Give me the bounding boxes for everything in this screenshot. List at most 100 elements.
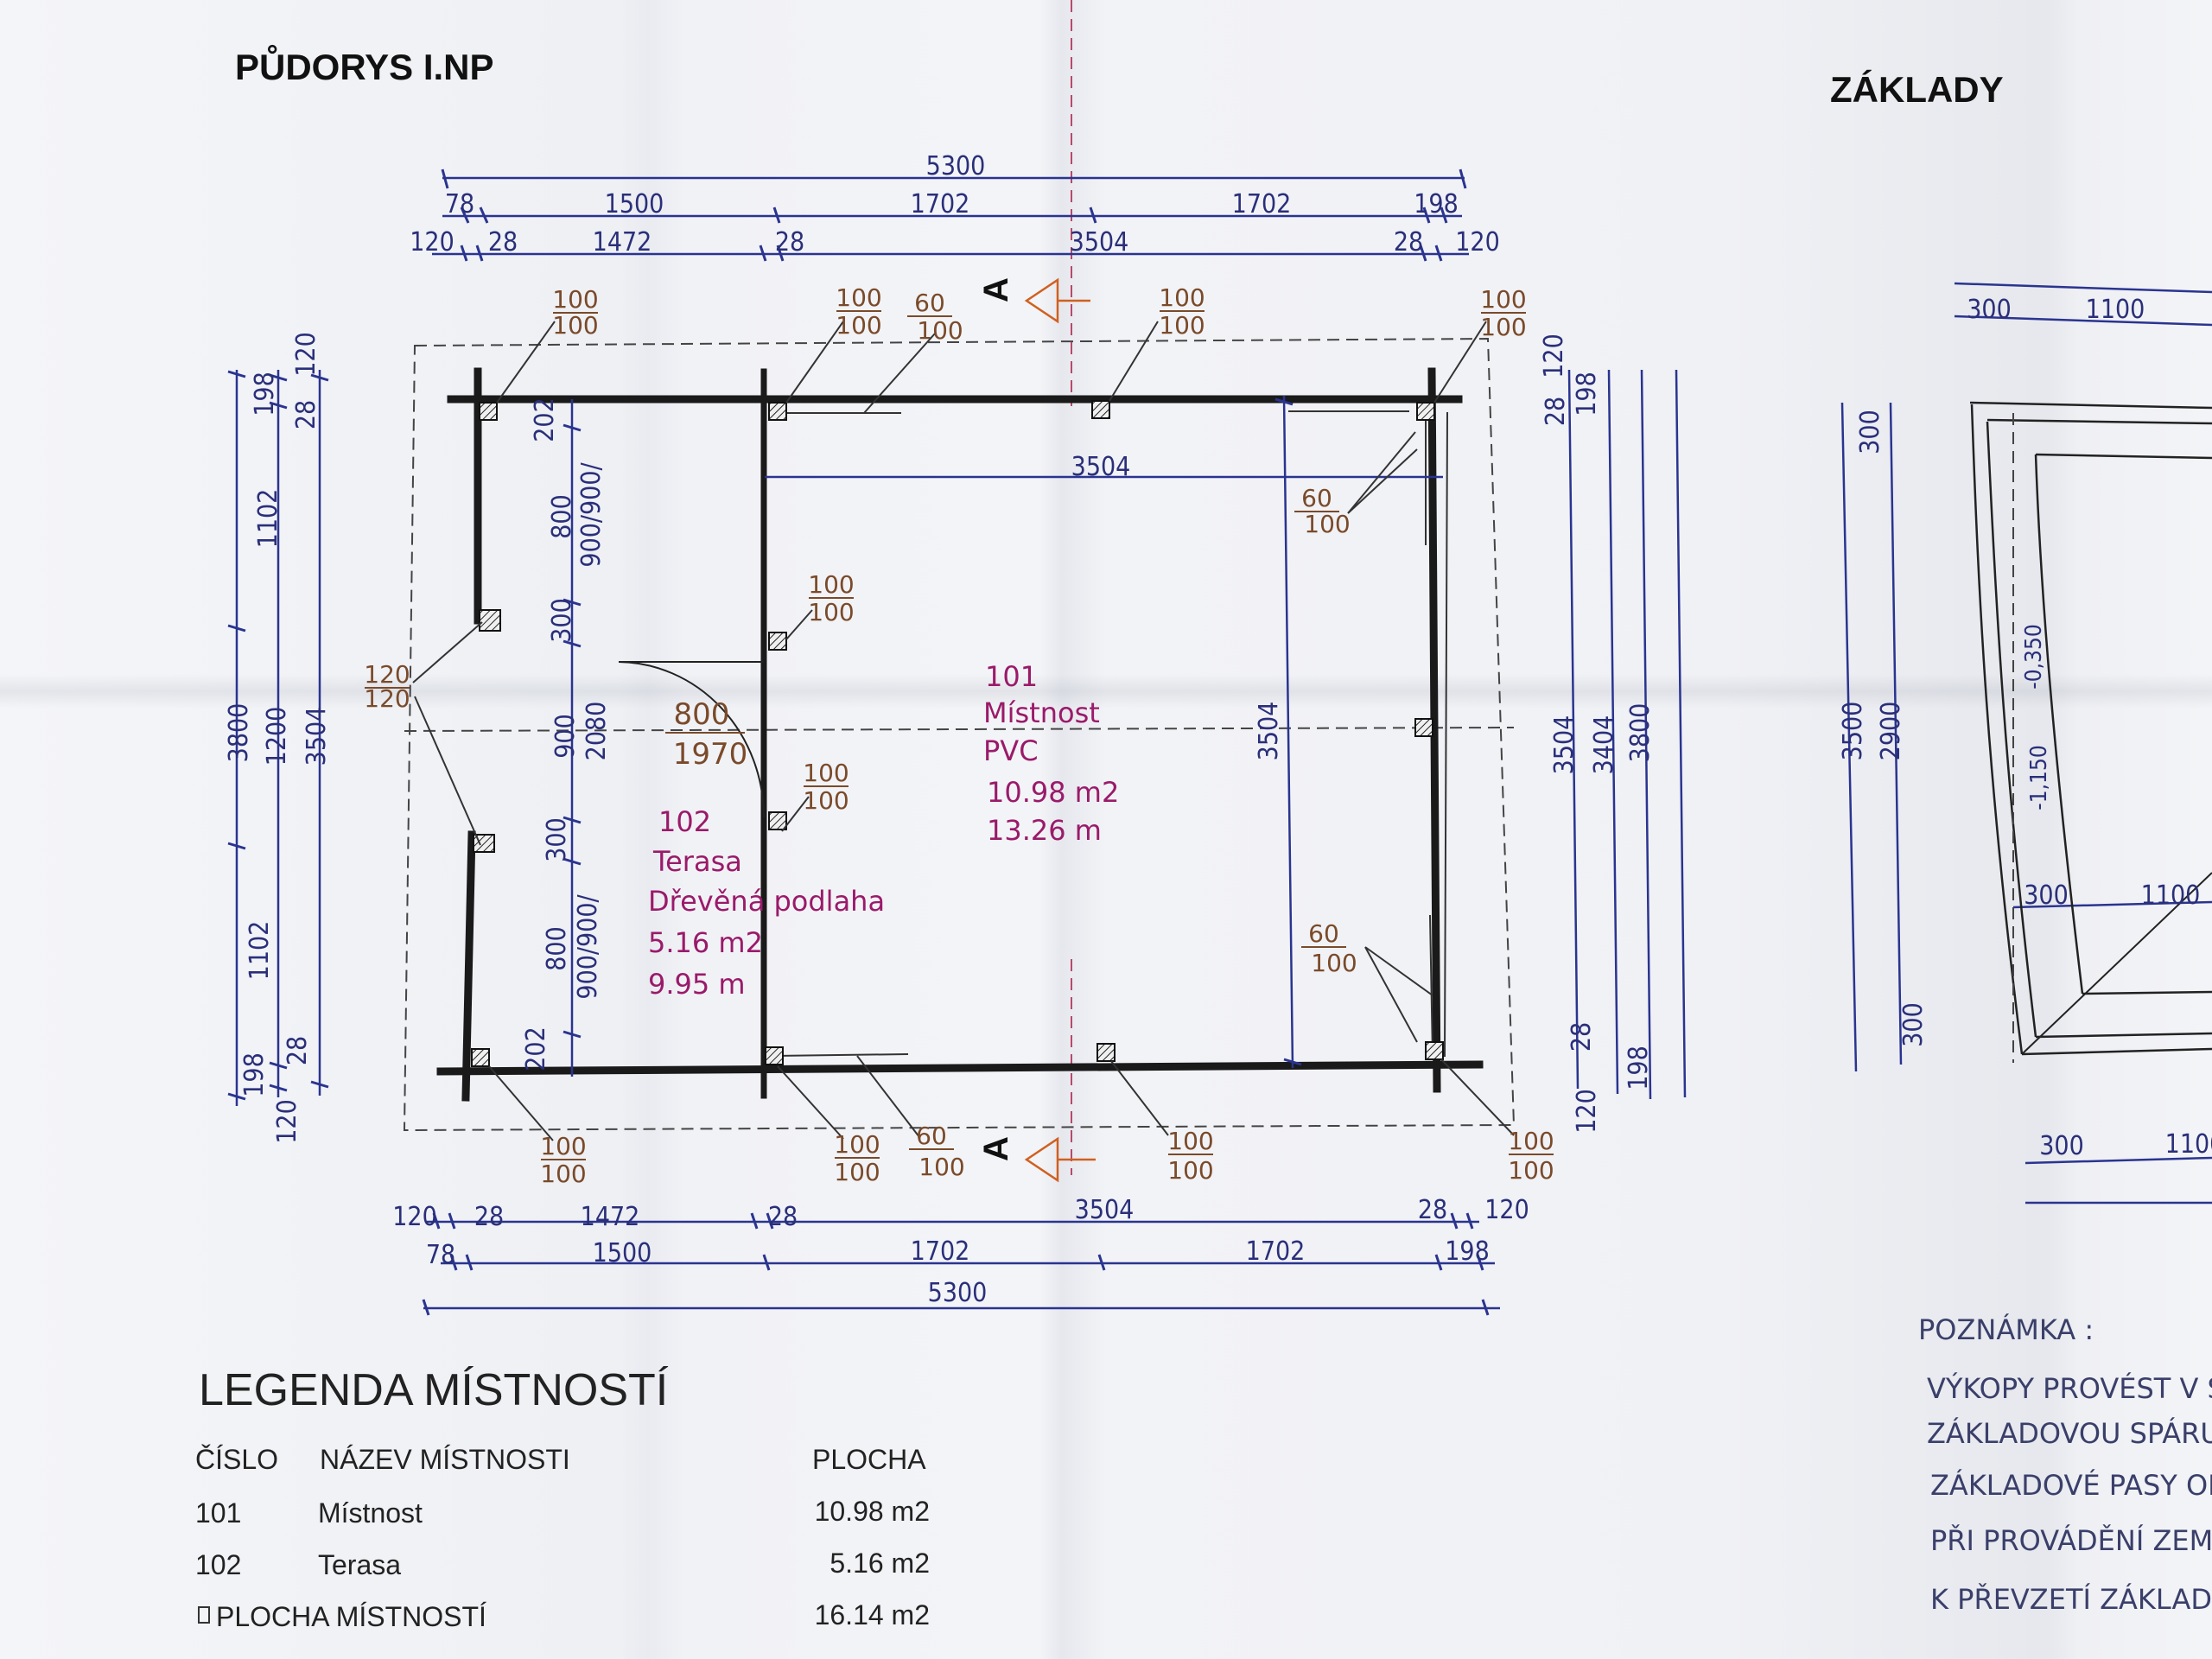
paper-fold: [0, 674, 2212, 709]
svg-text:3504: 3504: [302, 707, 332, 766]
svg-text:13.26 m: 13.26 m: [987, 814, 1102, 847]
svg-text:100: 100: [808, 570, 854, 599]
dimension-labels-right: 3504 3404 3800 120 28 198 28 120 198 350…: [1254, 334, 1656, 1134]
svg-text:PLOCHA MÍSTNOSTÍ: PLOCHA MÍSTNOSTÍ: [216, 1601, 486, 1632]
svg-text:202: 202: [530, 397, 560, 442]
svg-text:3504: 3504: [1549, 715, 1580, 775]
svg-text:800: 800: [547, 494, 577, 539]
svg-text:Terasa: Terasa: [318, 1549, 401, 1580]
svg-text:1100: 1100: [2086, 295, 2145, 325]
svg-text:300: 300: [542, 817, 572, 862]
svg-text:120: 120: [1572, 1089, 1602, 1134]
foundation-title: ZÁKLADY: [1830, 69, 2004, 110]
svg-text:28: 28: [1394, 227, 1423, 257]
walls: [436, 367, 1484, 1102]
svg-text:102: 102: [195, 1549, 241, 1580]
svg-text:100: 100: [1508, 1127, 1554, 1155]
svg-text:3504: 3504: [1070, 227, 1129, 257]
svg-text:120: 120: [410, 227, 454, 257]
svg-text:198: 198: [1572, 372, 1602, 416]
svg-text:Místnost: Místnost: [318, 1497, 423, 1529]
svg-text:PLOCHA: PLOCHA: [812, 1444, 926, 1475]
svg-text:60: 60: [916, 1122, 947, 1150]
svg-text:800: 800: [542, 926, 572, 971]
svg-text:100: 100: [1480, 313, 1526, 341]
svg-text:101: 101: [985, 660, 1038, 693]
svg-text:1500: 1500: [605, 189, 664, 219]
svg-text:16.14 m2: 16.14 m2: [815, 1599, 930, 1630]
svg-text:3404: 3404: [1589, 715, 1619, 775]
posts: [471, 400, 1444, 1067]
svg-text:1472: 1472: [581, 1202, 640, 1232]
svg-text:100: 100: [540, 1132, 586, 1160]
svg-text:A: A: [977, 1136, 1015, 1161]
svg-text:100: 100: [1311, 949, 1357, 977]
svg-text:100: 100: [836, 311, 881, 340]
svg-text:100: 100: [803, 759, 849, 787]
svg-text:1702: 1702: [1246, 1236, 1306, 1267]
svg-text:1702: 1702: [1232, 189, 1292, 219]
svg-text:ZÁKLADOVOU SPÁRU OC: ZÁKLADOVOU SPÁRU OC: [1927, 1417, 2212, 1450]
svg-text:LEGENDA MÍSTNOSTÍ: LEGENDA MÍSTNOSTÍ: [199, 1365, 669, 1415]
section-mark-top: A: [977, 277, 1090, 324]
svg-text:10.98 m2: 10.98 m2: [987, 776, 1119, 809]
svg-text:9.95 m: 9.95 m: [648, 968, 746, 1001]
dimension-lines: [227, 168, 1687, 1316]
svg-text:100: 100: [803, 786, 849, 815]
svg-text:PŘI PROVÁDĚNÍ ZEMNÍC: PŘI PROVÁDĚNÍ ZEMNÍC: [1930, 1524, 2212, 1557]
svg-text:100: 100: [1159, 311, 1205, 340]
svg-text:Terasa: Terasa: [652, 845, 742, 878]
svg-text:102: 102: [658, 805, 711, 838]
svg-text:28: 28: [283, 1036, 313, 1065]
svg-text:28: 28: [775, 227, 804, 257]
foundation-note: POZNÁMKA : VÝKOPY PROVÉST V S ZÁKLADOVOU…: [1918, 1313, 2212, 1616]
svg-text:120: 120: [364, 660, 410, 689]
svg-text:1472: 1472: [593, 227, 652, 257]
svg-text:120: 120: [364, 684, 410, 713]
svg-text:900/900/: 900/900/: [576, 461, 607, 567]
dimension-labels-left: 3800 1102 1200 1102 3504 198 28 120 198 …: [224, 332, 332, 1144]
svg-text:1100: 1100: [2141, 880, 2201, 911]
svg-text:300: 300: [2024, 880, 2069, 911]
svg-text:ČÍSLO: ČÍSLO: [195, 1444, 278, 1475]
svg-text:3504: 3504: [1075, 1195, 1135, 1225]
svg-text:60: 60: [914, 289, 945, 317]
room-101-label: 101 Místnost PVC 10.98 m2 13.26 m: [983, 660, 1119, 847]
room-102-label: 102 Terasa Dřevěná podlaha 5.16 m2 9.95 …: [648, 805, 885, 1001]
svg-text:300: 300: [1967, 295, 2012, 325]
svg-text:1102: 1102: [253, 489, 283, 549]
svg-text:28: 28: [291, 400, 321, 429]
svg-text:120: 120: [272, 1099, 302, 1144]
svg-text:100: 100: [836, 283, 881, 312]
svg-text:5300: 5300: [928, 1278, 988, 1308]
svg-text:100: 100: [1167, 1156, 1213, 1185]
svg-text:198: 198: [1445, 1236, 1490, 1267]
svg-text:100: 100: [552, 285, 598, 314]
svg-text:100: 100: [1167, 1127, 1213, 1155]
svg-text:1500: 1500: [593, 1238, 652, 1268]
svg-text:2900: 2900: [1876, 702, 1906, 761]
svg-text:100: 100: [1159, 283, 1205, 312]
svg-text:78: 78: [445, 189, 474, 219]
svg-text:78: 78: [426, 1240, 455, 1270]
door-swing: [618, 661, 765, 818]
svg-text:1702: 1702: [911, 1236, 970, 1267]
svg-text:K PŘEVZETÍ ZÁKLADOVÉ: K PŘEVZETÍ ZÁKLADOVÉ: [1930, 1583, 2212, 1616]
svg-text:10.98 m2: 10.98 m2: [815, 1496, 930, 1527]
svg-text:100: 100: [918, 1153, 964, 1181]
dashed-outline: [403, 0, 1516, 1175]
svg-text:Dřevěná podlaha: Dřevěná podlaha: [648, 885, 885, 918]
svg-text:Místnost: Místnost: [983, 696, 1100, 729]
svg-text:-1,150: -1,150: [2026, 745, 2052, 810]
svg-text:5.16 m2: 5.16 m2: [830, 1548, 930, 1579]
svg-text:3800: 3800: [224, 703, 254, 763]
svg-text:60: 60: [1301, 484, 1332, 512]
svg-text:5.16 m2: 5.16 m2: [648, 926, 763, 959]
svg-text:3800: 3800: [1625, 703, 1656, 763]
svg-text:300: 300: [547, 598, 577, 643]
svg-text:101: 101: [195, 1497, 241, 1529]
svg-text:28: 28: [488, 227, 518, 257]
svg-text:28: 28: [474, 1202, 504, 1232]
